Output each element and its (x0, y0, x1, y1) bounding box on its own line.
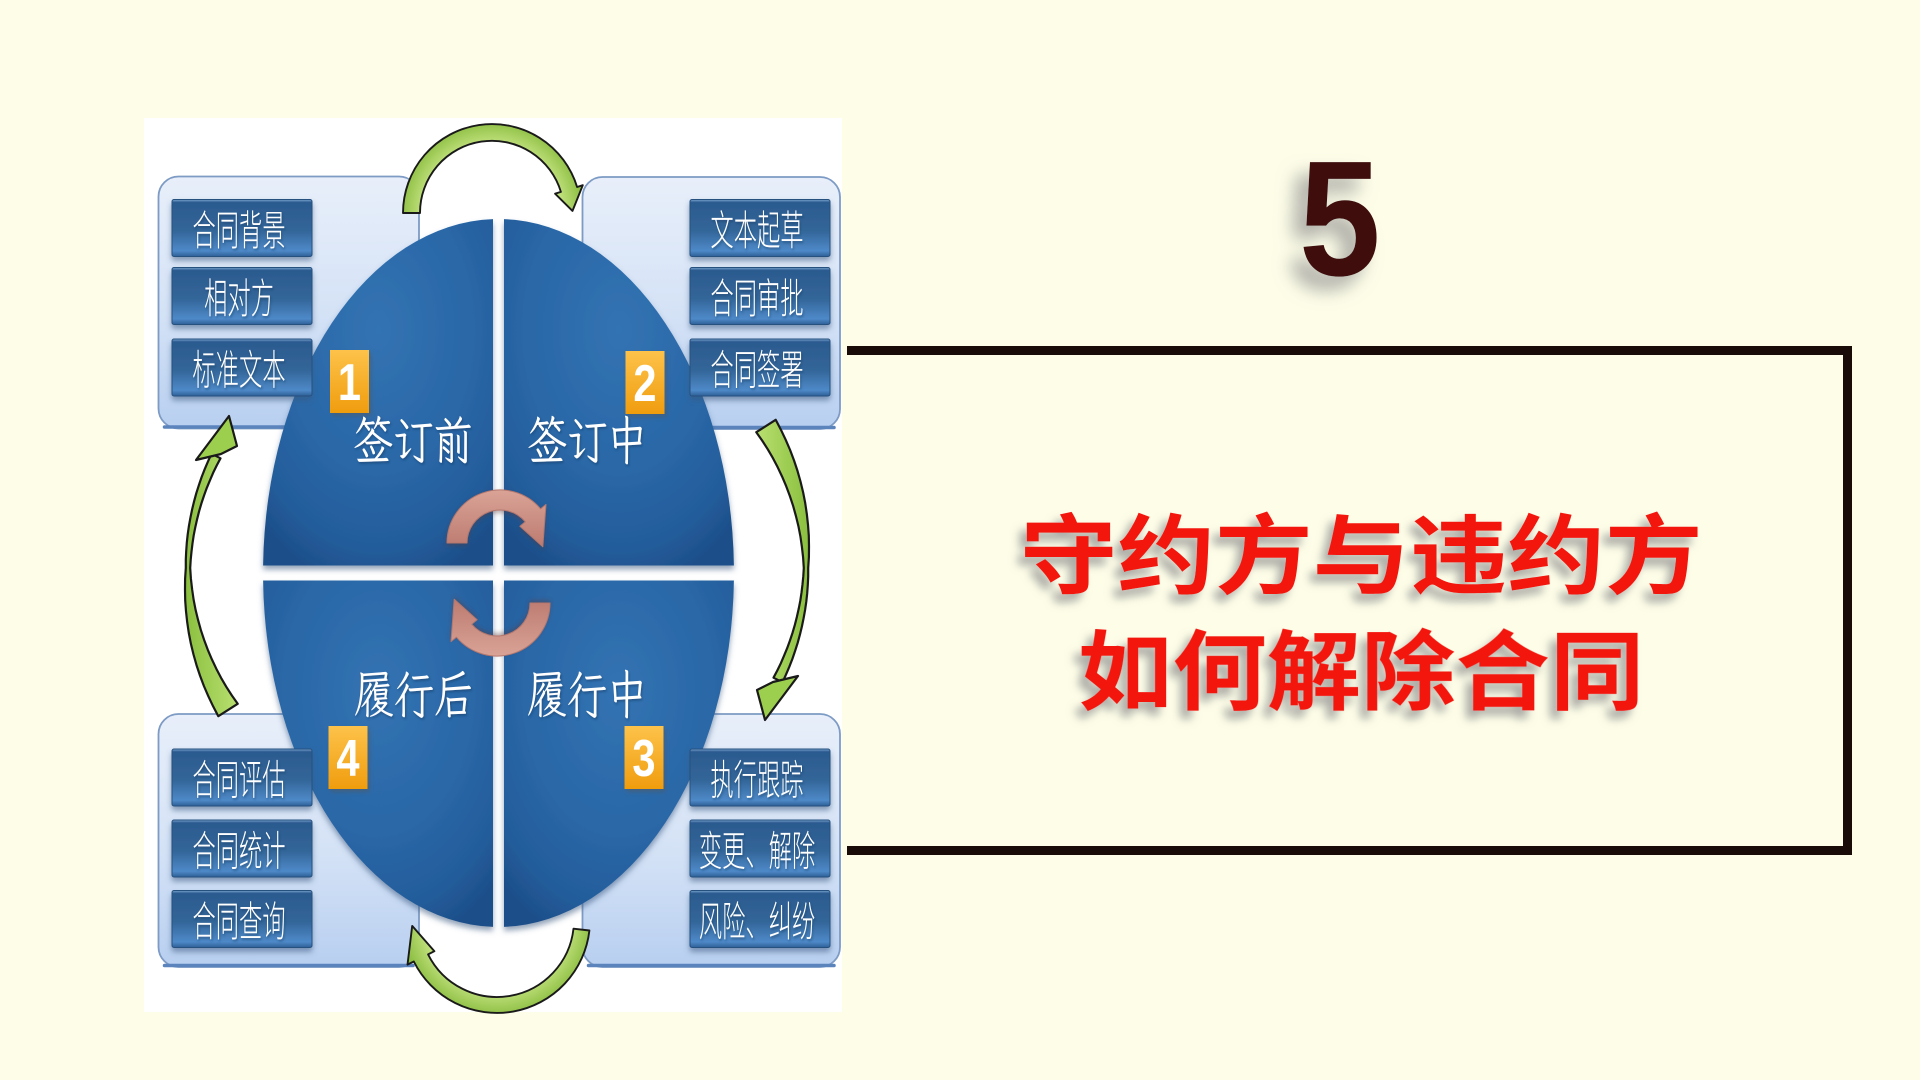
svg-text:1: 1 (338, 353, 361, 412)
svg-text:5: 5 (1299, 126, 1381, 309)
svg-text:3: 3 (632, 729, 655, 788)
svg-text:4: 4 (336, 729, 359, 788)
svg-text:2: 2 (633, 354, 656, 413)
